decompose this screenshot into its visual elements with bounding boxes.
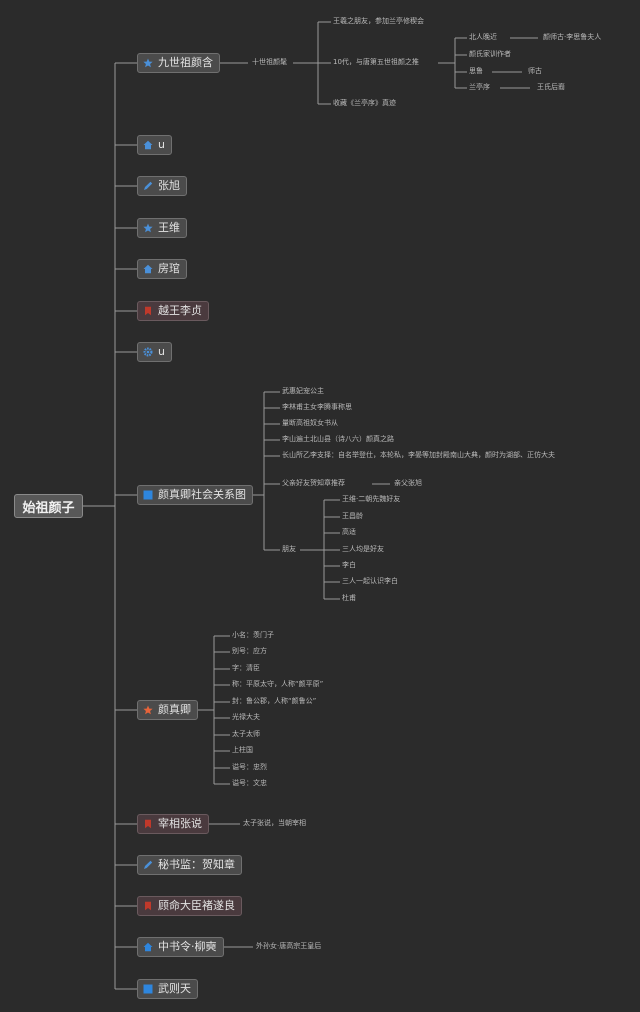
branch-label: 张旭 — [158, 179, 180, 192]
yzq-item[interactable]: 封：鲁公郡，人称“颜鲁公” — [232, 697, 317, 705]
zhangyue-child[interactable]: 太子张说，当朝宰相 — [243, 819, 306, 827]
yanhan-sub2[interactable]: 思鲁 — [469, 67, 483, 75]
friend-item[interactable]: 王昌龄 — [342, 512, 363, 520]
yzq-item[interactable]: 称：平原太守，人称“颜平原” — [232, 680, 324, 688]
friend-item[interactable]: 李白 — [342, 561, 356, 569]
yanhan-sub2[interactable]: 北人晚近 — [469, 33, 497, 41]
house-icon — [143, 942, 153, 952]
square-icon — [143, 490, 153, 500]
branch-label: 九世祖颜含 — [158, 56, 213, 69]
yzq-item[interactable]: 字：清臣 — [232, 664, 260, 672]
branch-u-1[interactable]: u — [137, 135, 172, 155]
root-label: 始祖颜子 — [22, 500, 75, 516]
yzq-item[interactable]: 别号：应方 — [232, 647, 267, 655]
yzq-item[interactable]: 太子太师 — [232, 730, 260, 738]
branch-hezhizhang[interactable]: 秘书监：贺知章 — [137, 855, 242, 875]
branch-label: 房琯 — [158, 262, 180, 275]
social-item[interactable]: 父亲好友贺知章推荐 — [282, 479, 345, 487]
square-icon — [143, 984, 153, 994]
bookmark-icon — [143, 819, 153, 829]
star-icon — [143, 58, 153, 68]
bookmark-icon — [143, 306, 153, 316]
branch-chusuiliang[interactable]: 顾命大臣褚遂良 — [137, 896, 242, 916]
branch-fangguan[interactable]: 房琯 — [137, 259, 187, 279]
star-icon — [143, 223, 153, 233]
yzq-item[interactable]: 光禄大夫 — [232, 713, 260, 721]
friend-item[interactable]: 三人均是好友 — [342, 545, 384, 553]
branch-label: u — [158, 345, 165, 358]
branch-label: 颜真卿 — [158, 703, 191, 716]
star-icon — [143, 705, 153, 715]
gear-icon — [143, 347, 153, 357]
social-item[interactable]: 李林甫主女李腾事称思 — [282, 403, 352, 411]
branch-label: 武则天 — [158, 982, 191, 995]
yanhan-sub2-child[interactable]: 师古 — [528, 67, 542, 75]
branch-u-2[interactable]: u — [137, 342, 172, 362]
pen-icon — [143, 860, 153, 870]
yanhan-sub2[interactable]: 颜氏家训作者 — [469, 50, 511, 58]
branch-yanzhenqing[interactable]: 颜真卿 — [137, 700, 198, 720]
branch-label: 中书令·柳奭 — [158, 940, 217, 953]
pen-icon — [143, 181, 153, 191]
social-friends-label[interactable]: 朋友 — [282, 545, 296, 553]
yanhan-sub[interactable]: 十世祖颜髦 — [252, 58, 287, 66]
branch-wangwei[interactable]: 王维 — [137, 218, 187, 238]
yanhan-item[interactable]: 王羲之朋友，参加兰亭修稧会 — [333, 17, 424, 25]
branch-label: 顾命大臣褚遂良 — [158, 899, 235, 912]
branch-label: 秘书监：贺知章 — [158, 858, 235, 871]
branch-label: 宰相张说 — [158, 817, 202, 830]
yanhan-item[interactable]: 10代，与唐第五世祖颜之推 — [333, 58, 419, 66]
branch-yanhan[interactable]: 九世祖颜含 — [137, 53, 220, 73]
friend-item[interactable]: 三人一起认识李白 — [342, 577, 398, 585]
branch-label: 王维 — [158, 221, 180, 234]
yanhan-sub2[interactable]: 兰亭序 — [469, 83, 490, 91]
social-item-child[interactable]: 亲父张旭 — [394, 479, 422, 487]
branch-zhangyue[interactable]: 宰相张说 — [137, 814, 209, 834]
friend-item[interactable]: 杜甫 — [342, 594, 356, 602]
root-node[interactable]: 始祖颜子 — [14, 494, 83, 518]
branch-label: u — [158, 138, 165, 151]
house-icon — [143, 264, 153, 274]
branch-label: 颜真卿社会关系图 — [158, 488, 246, 501]
social-item[interactable]: 李山遍土北山县（诗八六）颜真之路 — [282, 435, 394, 443]
yzq-item[interactable]: 上柱国 — [232, 746, 253, 754]
yanhan-item[interactable]: 收藏《兰亭序》真迹 — [333, 99, 396, 107]
social-item[interactable]: 长山所乙李支择：自名举登仕，本轮私，李晏等加封殿南山大典，颜时为湖部、正仿大夫 — [282, 451, 555, 459]
friend-item[interactable]: 高适 — [342, 528, 356, 536]
branch-wuzetian[interactable]: 武则天 — [137, 979, 198, 999]
friend-item[interactable]: 王维·二朝先魏好友 — [342, 495, 401, 503]
branch-zhangxu[interactable]: 张旭 — [137, 176, 187, 196]
social-item[interactable]: 量断高祖奴女书从 — [282, 419, 338, 427]
yzq-item[interactable]: 谥号：忠烈 — [232, 763, 267, 771]
social-item[interactable]: 武惠妃宠公主 — [282, 387, 324, 395]
liushi-child[interactable]: 外孙女·唐高宗王皇后 — [256, 942, 322, 950]
branch-yuewang[interactable]: 越王李贞 — [137, 301, 209, 321]
yzq-item[interactable]: 小名：羡门子 — [232, 631, 274, 639]
branch-liushi[interactable]: 中书令·柳奭 — [137, 937, 224, 957]
branch-social[interactable]: 颜真卿社会关系图 — [137, 485, 253, 505]
bookmark-icon — [143, 901, 153, 911]
house-icon — [143, 140, 153, 150]
yanhan-sub2-child[interactable]: 颜师古·李思鲁夫人 — [543, 33, 602, 41]
branch-label: 越王李贞 — [158, 304, 202, 317]
yzq-item[interactable]: 谥号：文忠 — [232, 779, 267, 787]
yanhan-sub2-child[interactable]: 王氏后裔 — [537, 83, 565, 91]
